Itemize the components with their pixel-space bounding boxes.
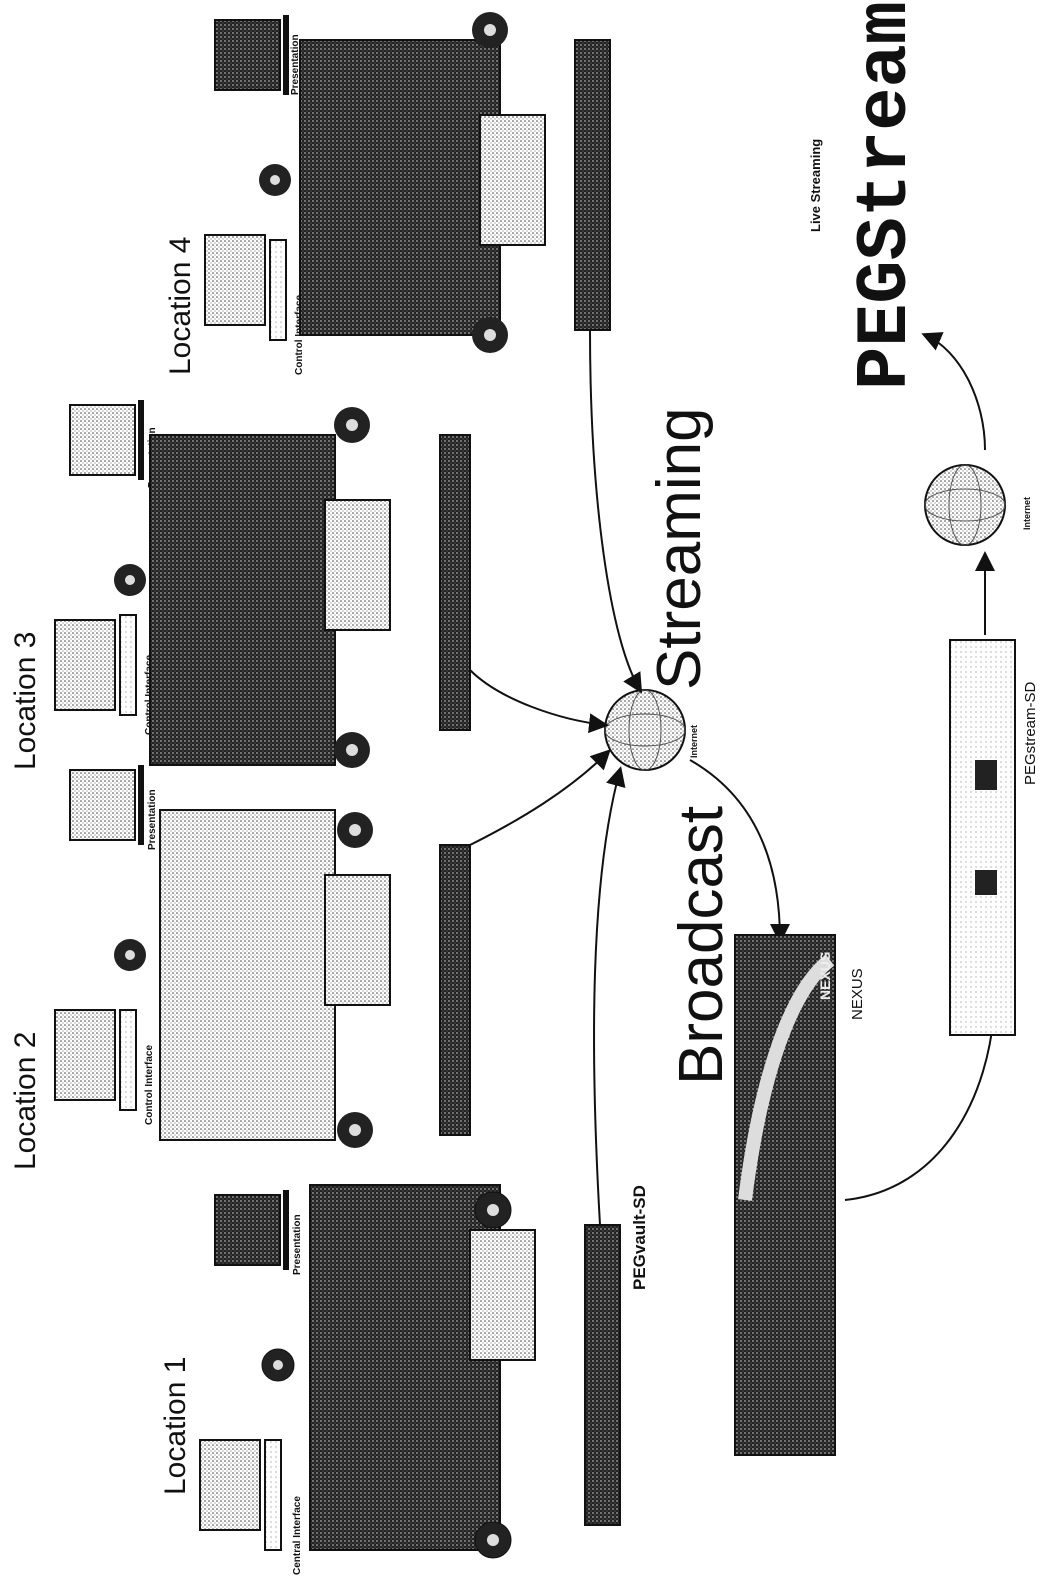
camera-icon [472, 12, 508, 48]
right-internet: Internet [924, 464, 1032, 546]
arrow-internet-to-logo [921, 332, 986, 451]
control-desk [469, 1229, 536, 1361]
camera-icon [472, 317, 508, 353]
location-1-presentation: Presentation [214, 1190, 303, 1275]
camera-icon [474, 1191, 512, 1229]
location-3-group: Location 3 Control Interface Presentatio… [9, 400, 471, 770]
flow-arrows [469, 329, 1005, 1226]
location-3-presentation: Presentation [69, 400, 158, 488]
arrow-pegvault-to-internet [593, 766, 626, 1226]
location-1-control-label: Central Interface [292, 1496, 303, 1575]
camera-icon [259, 164, 291, 196]
venue-photo-location-3 [149, 434, 336, 766]
nexus-device: NEXUS NEXUS [734, 934, 866, 1456]
pegvault-sd-label: PEGvault-SD [630, 1185, 649, 1290]
location-2-presentation-label: Presentation [147, 789, 158, 850]
camera-icon [334, 732, 370, 768]
venue-photo-location-1 [309, 1184, 501, 1551]
control-desk [324, 874, 391, 1006]
monitor-icon [214, 1194, 281, 1266]
rack-device-icon [949, 639, 1016, 1036]
arrow-location-4-to-internet [589, 329, 643, 694]
logo-wordmark: PEGStream [845, 1, 927, 390]
camera-icon [114, 564, 146, 596]
control-desk [324, 499, 391, 631]
camera-icon [114, 939, 146, 971]
nexus-faceplate-text: NEXUS [817, 952, 833, 1000]
location-1-control-interface: Central Interface [199, 1439, 303, 1575]
pegvault-sd-device [584, 1224, 621, 1526]
keyboard-icon [119, 1009, 137, 1111]
location-2-control-interface: Control Interface [54, 1009, 155, 1125]
monitor-icon [54, 1009, 116, 1101]
location-4-title: Location 4 [164, 237, 197, 375]
location-2-control-label: Control Interface [144, 1045, 155, 1125]
rack-device-icon [439, 844, 471, 1136]
central-internet: Internet [604, 689, 699, 771]
nexus-label: NEXUS [849, 968, 866, 1020]
arrow-internet-to-nexus [689, 759, 790, 944]
arrow-location-2-to-internet [469, 749, 611, 846]
rack-device-icon [439, 434, 471, 731]
monitor-icon [69, 404, 136, 476]
rack-device-icon [574, 39, 611, 331]
location-2-title: Location 2 [9, 1032, 42, 1170]
location-1-group: Location 1 Central Interface Presentatio… [159, 1184, 649, 1575]
pegstream-logo: Live Streaming PEGStream [808, 1, 927, 390]
keyboard-icon [264, 1439, 282, 1551]
right-internet-label: Internet [1022, 497, 1032, 530]
location-3-control-interface: Control Interface [54, 614, 155, 735]
location-4-presentation-label: Presentation [290, 34, 301, 95]
venue-photo-location-4 [299, 39, 501, 336]
location-2-presentation: Presentation [69, 765, 158, 850]
monitor-icon [214, 19, 281, 91]
broadcast-heading: Broadcast [667, 806, 736, 1085]
location-1-presentation-label: Presentation [292, 1214, 303, 1275]
location-3-title: Location 3 [9, 632, 42, 770]
location-4-presentation: Presentation [214, 15, 301, 95]
camera-icon [474, 1521, 512, 1559]
keyboard-icon [119, 614, 137, 716]
location-4-control-interface: Control Interface [204, 234, 305, 375]
central-internet-label: Internet [689, 725, 699, 758]
location-2-group: Location 2 Control Interface Presentatio… [9, 765, 471, 1170]
control-desk [479, 114, 546, 246]
location-4-group: Location 4 Control Interface Presentatio… [164, 12, 611, 375]
streaming-heading: Streaming [645, 407, 714, 690]
keyboard-icon [269, 239, 287, 341]
logo-tagline: Live Streaming [808, 139, 823, 232]
monitor-icon [54, 619, 116, 711]
monitor-icon [69, 769, 136, 841]
venue-photo-location-2 [159, 809, 336, 1141]
camera-icon [334, 407, 370, 443]
camera-icon [337, 812, 373, 848]
monitor-icon [199, 1439, 261, 1531]
globe-icon [924, 464, 1006, 546]
arrow-location-3-to-internet [469, 669, 609, 734]
location-1-title: Location 1 [159, 1357, 192, 1495]
pegstream-sd-device: PEGstream-SD [949, 639, 1039, 1036]
pegstream-sd-label: PEGstream-SD [1022, 681, 1039, 785]
camera-icon [261, 1348, 295, 1382]
monitor-icon [204, 234, 266, 326]
arrow-nexus-to-pegstream [844, 996, 1005, 1201]
camera-icon [337, 1112, 373, 1148]
globe-icon [604, 689, 686, 771]
